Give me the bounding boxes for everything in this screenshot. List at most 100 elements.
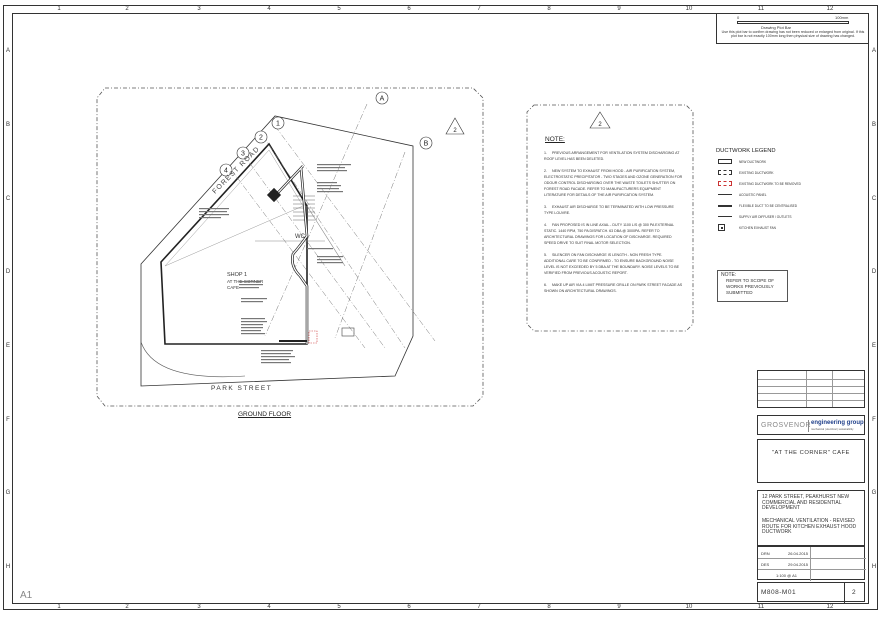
street-forest-road: FOREST ROAD xyxy=(211,145,261,195)
grid-row-label: H xyxy=(871,564,877,570)
grid-col-label: 9 xyxy=(617,604,621,610)
project-box: 12 PARK STREET, PEAKHURST NEW COMMERCIAL… xyxy=(757,490,865,546)
new-duct-symbol xyxy=(718,159,732,164)
drawing-number: M808-M01 xyxy=(761,589,797,596)
flexible-duct-symbol xyxy=(718,204,732,207)
plot-bar-box: 0 100mm Drawing Plot Bar Use this plot b… xyxy=(716,13,869,44)
grid-col-label: 4 xyxy=(267,6,271,12)
note-item: 6.MAKE UP AIR VIA 4 LIMIT PRESSURE GRILL… xyxy=(544,283,683,293)
plot-bar-zero: 0 xyxy=(737,15,740,20)
plot-bar-hundred: 100mm xyxy=(835,15,849,20)
note-item: 1.PREVIOUS ARRANGEMENT FOR VENTILATION S… xyxy=(544,151,680,161)
grid-letter-b: B xyxy=(424,141,429,148)
grid-row-label: B xyxy=(5,122,10,128)
grid-col-label: 3 xyxy=(197,604,201,610)
legend-row: EXISTING DUCTWORK TO BE REMOVED xyxy=(718,178,808,189)
grid-number-1: 1 xyxy=(276,121,280,128)
grid-col-label: 2 xyxy=(125,6,129,12)
grid-row-label: D xyxy=(5,269,11,275)
legend-row: SUPPLY AIR DIFFUSER / OUTLETS xyxy=(718,211,808,222)
legend-row: ACOUSTIC PANEL xyxy=(718,189,808,200)
grid-number-2: 2 xyxy=(259,135,263,142)
grid-row-label: C xyxy=(5,196,11,202)
grid-row-label: F xyxy=(6,417,10,423)
ground-floor-plan: A B 1 2 3 4 2 FOREST ROAD PARK STREET SH… xyxy=(96,87,484,407)
grid-row-label: G xyxy=(871,490,877,496)
grid-number-3: 3 xyxy=(241,151,245,158)
grid-col-label: 6 xyxy=(407,6,411,12)
grid-row-label: E xyxy=(871,343,876,349)
notes-list: 1.PREVIOUS ARRANGEMENT FOR VENTILATION S… xyxy=(544,150,684,300)
exhaust-fan-symbol xyxy=(718,224,725,231)
ductwork-legend: NEW DUCTWORK EXISTING DUCTWORK EXISTING … xyxy=(718,156,808,233)
company-tagline: mechanical | electrical | sustainability xyxy=(811,428,854,431)
legend-row: FLEXIBLE DUCT TO BE CENTRALISED xyxy=(718,200,808,211)
grid-col-label: 5 xyxy=(337,6,341,12)
notes-panel-border: 2 xyxy=(526,104,694,332)
legend-row: NEW DUCTWORK xyxy=(718,156,808,167)
wc-label: WC xyxy=(295,234,306,240)
grid-col-label: 11 xyxy=(757,6,765,12)
notes-title: NOTE: xyxy=(545,136,565,143)
scope-note-box: NOTE: REFER TO SCOPE OF WORKS PREVIOUSLY… xyxy=(717,270,788,302)
grid-row-label: H xyxy=(5,564,11,570)
grid-bubble-4 xyxy=(219,163,233,177)
grid-col-label: 1 xyxy=(57,6,61,12)
company-logo-box: GROSVENOR engineering group mechanical |… xyxy=(757,415,865,435)
grid-col-label: 8 xyxy=(547,604,551,610)
street-park-street: PARK STREET xyxy=(211,385,272,392)
checked-label: DES xyxy=(761,562,770,567)
plan-annotations xyxy=(199,164,351,364)
revision-triangle xyxy=(445,117,465,135)
grid-col-label: 9 xyxy=(617,6,621,12)
project-name: 12 PARK STREET, PEAKHURST NEW COMMERCIAL… xyxy=(762,494,850,511)
revision-number: 2 xyxy=(852,589,856,596)
grid-col-label: 7 xyxy=(477,6,481,12)
grid-bubble-2 xyxy=(254,130,268,144)
room-sub2: CAFE xyxy=(227,285,239,290)
grid-col-label: 2 xyxy=(125,604,129,610)
drawn-label: DRN xyxy=(761,551,770,556)
client-box: "AT THE CORNER" CAFE xyxy=(757,439,865,483)
grid-row-label: F xyxy=(872,417,876,423)
grid-col-label: 10 xyxy=(685,604,693,610)
notes-revision-triangle xyxy=(589,111,611,129)
grid-col-label: 5 xyxy=(337,604,341,610)
existing-duct-symbol xyxy=(718,170,732,175)
grid-col-label: 3 xyxy=(197,6,201,12)
grid-row-label: B xyxy=(871,122,876,128)
grid-row-label: D xyxy=(871,269,877,275)
grid-bubble-b xyxy=(419,136,433,150)
drawing-border-inner xyxy=(12,13,869,604)
legend-row: EXISTING DUCTWORK xyxy=(718,167,808,178)
grid-row-label: A xyxy=(871,48,876,54)
exit-door xyxy=(341,327,355,337)
drawing-title: MECHANICAL VENTILATION - REVISED ROUTE F… xyxy=(762,518,857,535)
note-item: 4.FAN PROPOSED IS IN LINE AXIAL - DUTY 1… xyxy=(544,223,675,245)
grid-col-label: 12 xyxy=(826,604,834,610)
legend-row: KITCHEN EXHAUST FAN xyxy=(718,222,808,233)
grid-number-4: 4 xyxy=(224,168,228,175)
grid-col-label: 1 xyxy=(57,604,61,610)
acoustic-panel-symbol xyxy=(718,194,732,195)
legend-title: DUCTWORK LEGEND xyxy=(716,148,776,154)
grid-bubble-1 xyxy=(271,116,285,130)
existing-ductwork-removed xyxy=(308,330,318,344)
drawing-details: DRN 26.04.2015 DES 29.04.2015 1:100 @ A1 xyxy=(757,546,866,581)
kitchen-exhaust-fan xyxy=(266,187,282,203)
sheet-size: A1 xyxy=(20,590,33,601)
removed-duct-symbol xyxy=(718,181,732,186)
scope-note-title: NOTE: xyxy=(721,272,737,278)
drawing-number-box: M808-M01 2 xyxy=(757,582,865,603)
grid-row-label: E xyxy=(5,343,10,349)
grid-row-label: G xyxy=(5,490,11,496)
drawing-border-outer xyxy=(3,5,878,610)
grid-col-label: 8 xyxy=(547,6,551,12)
grid-bubble-a xyxy=(375,91,389,105)
grid-letter-a: A xyxy=(380,96,385,103)
grid-col-label: 10 xyxy=(685,6,693,12)
client-name: "AT THE CORNER" CAFE xyxy=(772,450,850,456)
company-name-a: GROSVENOR xyxy=(761,422,812,429)
drawn-date: 26.04.2015 xyxy=(788,551,809,556)
grid-row-label: C xyxy=(871,196,877,202)
